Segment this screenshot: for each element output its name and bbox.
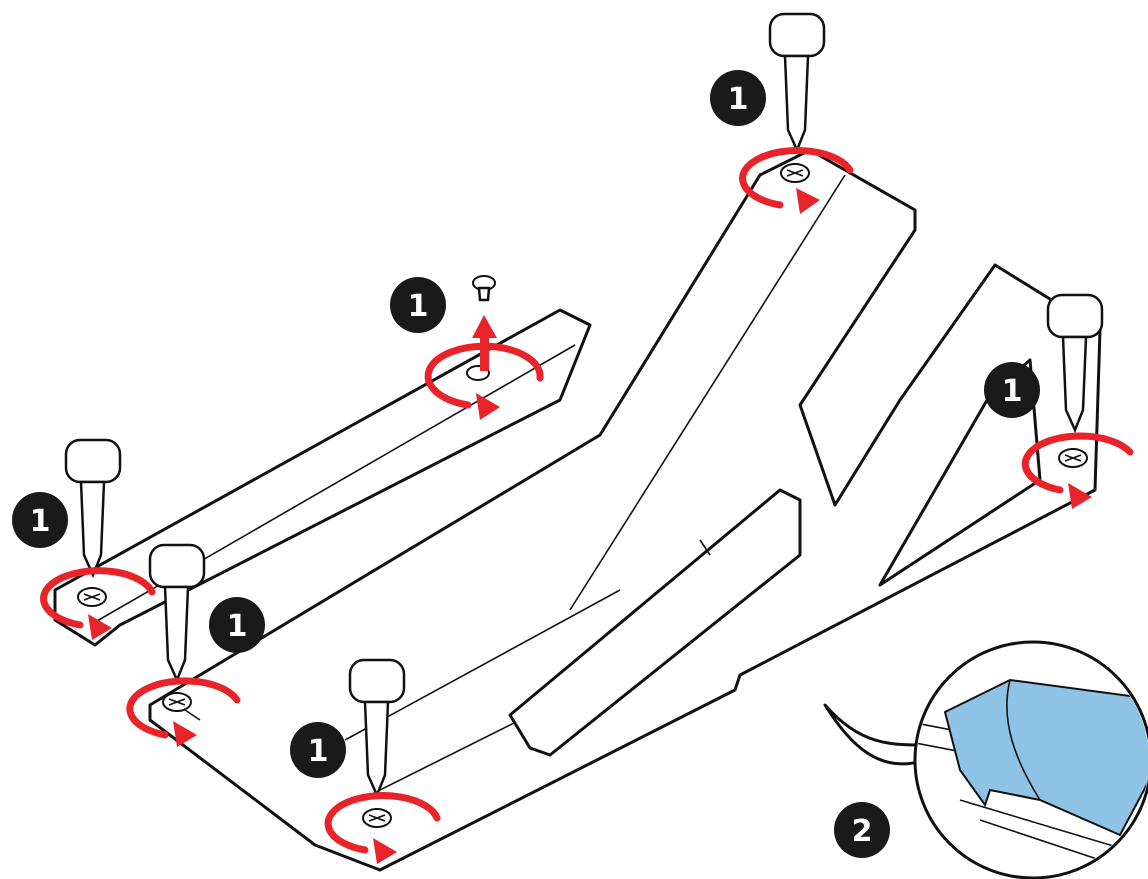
step-number: 1 <box>408 289 429 324</box>
screw-icon-right <box>1058 448 1088 468</box>
screw-icon-bottom <box>362 808 392 828</box>
screwdriver-icon-bottom <box>348 658 406 799</box>
step-badge-circle <box>12 492 68 548</box>
rotate-arrow-icon-bottom <box>324 792 441 864</box>
screwdriver-icon-right <box>1046 293 1104 434</box>
step-number: 1 <box>227 609 248 644</box>
step-badge-2: 2 <box>834 802 890 858</box>
step-badge-circle <box>984 362 1040 418</box>
thermal-pad <box>943 678 1148 837</box>
step-badge-circle <box>290 722 346 778</box>
screw-icon-left <box>77 587 107 607</box>
step-number: 1 <box>728 82 749 117</box>
step-number: 2 <box>852 814 873 849</box>
step-badge-1: 1 <box>209 597 265 653</box>
step-badge-1: 1 <box>984 362 1040 418</box>
screwdriver-icon-left-lower <box>148 543 206 684</box>
step-badge-circle <box>390 277 446 333</box>
rotate-arrow-icon-left <box>40 567 156 640</box>
step-badges: 1 1 1 1 1 1 2 <box>12 70 1040 858</box>
screwdriver-icon-left <box>64 438 122 579</box>
step-number: 1 <box>1002 374 1023 409</box>
rotate-arrow-icon-left-lower <box>126 677 241 747</box>
detail-callout <box>823 640 1148 879</box>
step-badge-1: 1 <box>12 492 68 548</box>
step-badge-circle <box>710 70 766 126</box>
screw-icon-left-lower <box>162 692 192 712</box>
step-badge-1: 1 <box>390 277 446 333</box>
lift-arrow-icon <box>472 315 497 371</box>
rotate-arrow-icon-center <box>424 342 544 420</box>
step-number: 1 <box>30 504 51 539</box>
step-badge-1: 1 <box>710 70 766 126</box>
step-number: 1 <box>308 734 329 769</box>
rotate-arrow-icon-top <box>739 147 854 214</box>
step-badge-circle <box>209 597 265 653</box>
removed-screw-icon <box>472 275 496 302</box>
rotate-arrow-icon-right <box>1021 432 1134 509</box>
step-badge-1: 1 <box>290 722 346 778</box>
screw-icon-top <box>780 163 810 183</box>
screwdriver-icon-top <box>768 12 826 154</box>
step-badge-circle <box>834 802 890 858</box>
